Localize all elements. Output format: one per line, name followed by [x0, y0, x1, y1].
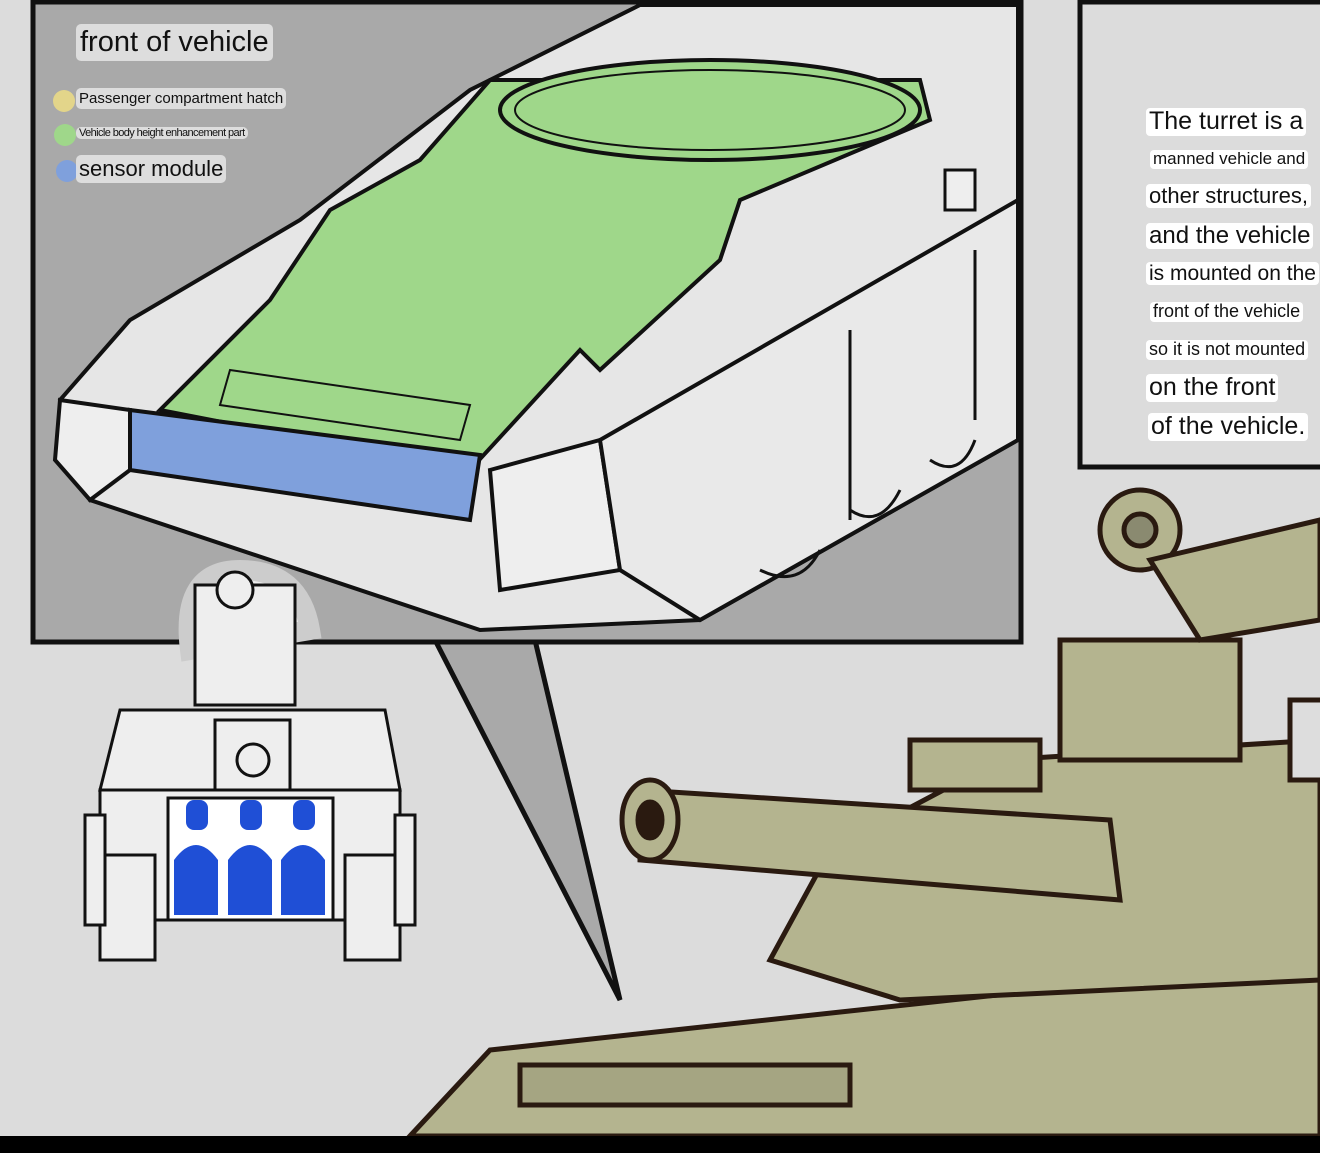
caption-line: front of the vehicle — [1150, 301, 1304, 322]
caption-line: of the vehicle. — [1148, 412, 1309, 441]
caption-line: The turret is a — [1146, 107, 1307, 136]
legend-item-sensor: sensor module — [76, 155, 227, 183]
caption-line: is mounted on the — [1146, 262, 1319, 286]
hatch-color-swatch — [53, 90, 75, 112]
caption-line: on the front — [1146, 373, 1279, 402]
passenger-icon — [174, 800, 218, 915]
legend-title: front of vehicle — [76, 24, 273, 61]
passenger-icon — [228, 800, 272, 915]
bottom-bar — [0, 1136, 1320, 1153]
legend-item-height-part: Vehicle body height enhancement part — [76, 127, 248, 139]
height-part-color-swatch — [54, 124, 76, 146]
main-battle-tank — [404, 487, 1320, 1139]
caption-line: manned vehicle and — [1150, 149, 1309, 169]
sensor-color-swatch — [56, 160, 78, 182]
caption-line: and the vehicle — [1146, 222, 1314, 250]
height-enhancement-part — [155, 78, 933, 473]
caption-line: other structures, — [1146, 183, 1311, 209]
passenger-icon — [281, 800, 325, 915]
speech-bubble-tail — [430, 637, 623, 1002]
legend-item-hatch: Passenger compartment hatch — [76, 88, 287, 109]
hatch-ring — [498, 58, 922, 162]
caption-line: so it is not mounted — [1146, 339, 1309, 360]
passenger-icons — [174, 800, 325, 915]
